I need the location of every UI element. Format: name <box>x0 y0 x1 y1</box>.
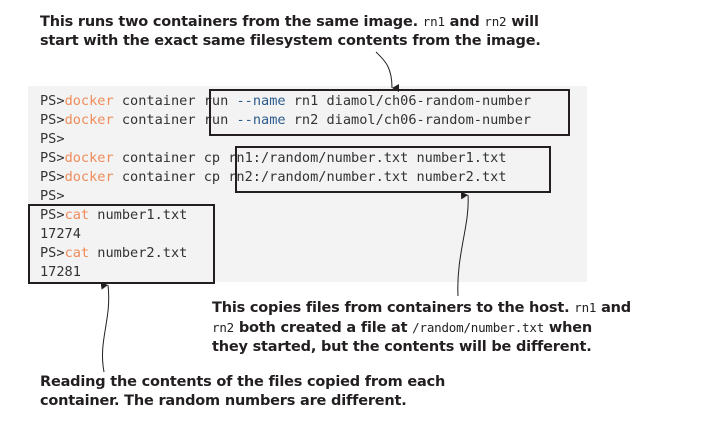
command-text: container <box>113 112 204 128</box>
annotation-code: rn1 <box>574 300 597 315</box>
annotation-run-containers: This runs two containers from the same i… <box>40 12 541 51</box>
command-text: container cp <box>113 169 229 185</box>
command-text: rn2:/random/number.txt number2.txt <box>228 169 507 185</box>
command-text: rn2 diamol/ch06-random-number <box>285 112 532 128</box>
command-text: number2.txt <box>89 245 188 261</box>
callout-arrow-top <box>375 51 400 92</box>
command-keyword: cat <box>64 207 90 223</box>
prompt: PS> <box>40 207 65 223</box>
prompt: PS> <box>40 93 65 109</box>
annotation-line: This copies files from containers to the… <box>212 298 631 318</box>
prompt: PS> <box>40 150 65 166</box>
annotation-read-files: Reading the contents of the files copied… <box>40 373 445 411</box>
annotation-line: This runs two containers from the same i… <box>40 12 541 32</box>
command-text: container <box>113 93 204 109</box>
command-keyword: docker <box>64 150 114 166</box>
highlight-box-cat <box>28 204 215 284</box>
terminal-line: PS>docker container cp rn2:/random/numbe… <box>40 168 507 186</box>
terminal-output: 17281 <box>40 264 81 280</box>
prompt: PS> <box>40 245 65 261</box>
annotation-text: This copies files from containers to the… <box>212 300 575 316</box>
prompt: PS> <box>40 112 65 128</box>
terminal-line: PS>cat number1.txt <box>40 206 187 224</box>
annotation-code: /random/number.txt <box>412 320 545 335</box>
command-text: container cp <box>113 150 229 166</box>
prompt: PS> <box>40 131 65 147</box>
command-option: --name <box>236 112 286 128</box>
annotation-code: rn2 <box>212 320 234 335</box>
annotation-text: will <box>506 14 539 30</box>
callout-arrow-bottom <box>100 281 110 373</box>
command-keyword: docker <box>64 112 114 128</box>
command-text: number1.txt <box>89 207 188 223</box>
annotation-text: both created a file at <box>233 320 413 336</box>
annotation-line: start with the exact same filesystem con… <box>40 33 541 49</box>
annotation-line: rn2 both created a file at /random/numbe… <box>212 318 631 338</box>
terminal-line: PS> <box>40 130 65 148</box>
terminal-line: PS>cat number2.txt <box>40 244 187 262</box>
prompt: PS> <box>40 188 65 204</box>
annotation-copy-files: This copies files from containers to the… <box>212 298 631 357</box>
terminal-output: 17274 <box>40 226 81 242</box>
annotation-line: Reading the contents of the files copied… <box>40 374 446 390</box>
command-keyword: docker <box>64 93 114 109</box>
annotation-line: they started, but the contents will be d… <box>212 339 592 355</box>
command-keyword: cat <box>64 245 90 261</box>
command-text: rn1 diamol/ch06-random-number <box>285 93 532 109</box>
annotation-text: This runs two containers from the same i… <box>40 14 423 30</box>
terminal-line: PS> <box>40 187 65 205</box>
highlight-box-copy <box>235 146 551 193</box>
terminal-line: PS>docker container cp rn1:/random/numbe… <box>40 149 507 167</box>
annotation-text: and <box>596 300 631 316</box>
annotation-code: rn2 <box>484 14 507 29</box>
annotation-text: and <box>444 14 485 30</box>
command-text: rn1:/random/number.txt number1.txt <box>228 150 507 166</box>
callout-arrow-middle <box>457 191 469 297</box>
annotation-line: container. The random numbers are differ… <box>40 393 407 409</box>
prompt: PS> <box>40 169 65 185</box>
annotation-code: rn1 <box>422 14 445 29</box>
command-option: --name <box>236 93 286 109</box>
highlight-box-run <box>209 89 570 136</box>
terminal-window: PS>docker container run --name rn1 diamo… <box>28 86 587 282</box>
terminal-line: PS>docker container run --name rn1 diamo… <box>40 92 531 110</box>
annotation-text: when <box>544 320 592 336</box>
command-keyword: docker <box>64 169 114 185</box>
